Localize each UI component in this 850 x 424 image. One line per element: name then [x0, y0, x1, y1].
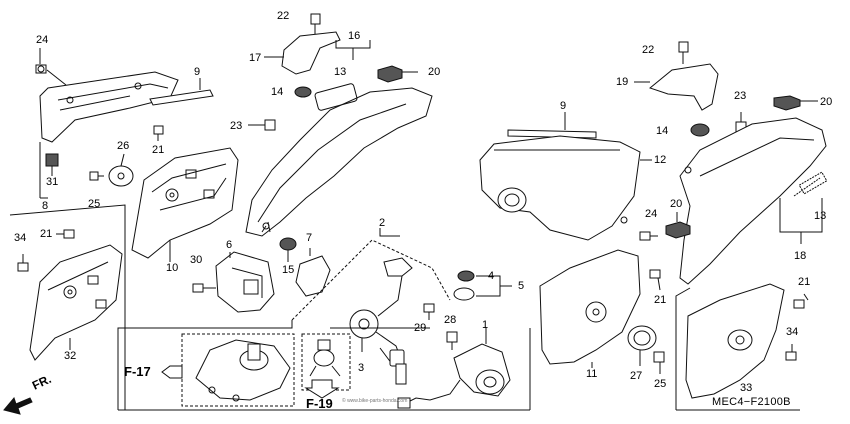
callout-8: 8: [42, 200, 49, 212]
callout-21: 21: [152, 144, 165, 156]
part-26-cushion: [108, 165, 134, 187]
callout-20: 20: [820, 96, 833, 108]
callout-11: 11: [586, 368, 598, 380]
callout-31: 31: [46, 176, 59, 188]
ref-f19: F-19: [306, 396, 333, 411]
part-21-bolt-d: [793, 293, 809, 309]
part-24-bolt-left: [35, 64, 47, 74]
part-15-grommet: [279, 237, 297, 251]
part-34-bolt-a: [17, 254, 29, 272]
part-24-bolt-b: [639, 231, 658, 241]
callout-20: 20: [670, 198, 683, 210]
part-10-side-cover: [131, 147, 239, 259]
part-23-bolt-a: [248, 119, 276, 131]
part-9-rod-left: [149, 89, 214, 106]
part-25-bolt-a: [89, 171, 104, 181]
callout-1: 1: [482, 319, 489, 331]
part-29-bolt: [423, 303, 435, 320]
callout-25: 25: [654, 378, 667, 390]
part-20-grommet-a: [377, 65, 403, 83]
part-21-bolt-b: [56, 229, 75, 239]
callout-23: 23: [734, 90, 747, 102]
part-12-tool-tray: [479, 135, 641, 241]
callout-20: 20: [428, 66, 441, 78]
callout-6: 6: [226, 239, 233, 251]
callout-24: 24: [36, 34, 49, 46]
fr-arrow: [3, 396, 33, 415]
part-22-bolt-b: [678, 41, 689, 64]
callout-34: 34: [786, 326, 799, 338]
callout-2: 2: [379, 217, 386, 229]
callout-29: 29: [414, 322, 427, 334]
diagram-code: MEC4−F2100B: [712, 396, 791, 408]
callout-9: 9: [194, 66, 201, 78]
callout-24: 24: [645, 208, 658, 220]
part-32-panel: [29, 244, 123, 361]
part-28-bolt: [446, 331, 458, 350]
part-6-holder: [215, 251, 275, 313]
callout-5: 5: [518, 280, 525, 292]
callout-4: 4: [488, 270, 495, 282]
part-4-clip: [453, 270, 475, 301]
part-34-bolt-b: [785, 344, 797, 361]
inset-f17-part: [195, 339, 291, 402]
callout-34: 34: [14, 232, 27, 244]
watermark: © www.bike-parts-honda.com: [342, 398, 408, 404]
callout-21: 21: [40, 228, 53, 240]
callout-30: 30: [190, 254, 203, 266]
callout-13: 13: [334, 66, 347, 78]
part-7-cover: [295, 255, 331, 297]
ref-f17: F-17: [124, 364, 151, 379]
part-16-side-cowl: [245, 87, 433, 237]
callout-22: 22: [277, 10, 290, 22]
part-20-grommet-b: [773, 95, 801, 111]
part-25-bolt-b: [653, 351, 665, 374]
callout-22: 22: [642, 44, 655, 56]
part-8-upper-cover: [39, 71, 179, 143]
part-19-cover: [648, 63, 719, 111]
callout-7: 7: [306, 232, 313, 244]
part-27-seal: [627, 325, 657, 351]
callout-27: 27: [630, 370, 643, 382]
callout-25: 25: [88, 198, 101, 210]
part-2-lock-assy: [383, 257, 413, 277]
arrow-f19: [304, 379, 340, 399]
part-14-rubber-b: [690, 123, 710, 137]
inset-f19-part: [309, 339, 341, 377]
callout-32: 32: [64, 350, 77, 362]
callout-18: 18: [794, 250, 807, 262]
part-14-rubber-a: [294, 86, 312, 98]
callout-26: 26: [117, 140, 130, 152]
callout-14: 14: [271, 86, 284, 98]
part-9-rod-right: [507, 129, 597, 139]
callout-19: 19: [616, 76, 629, 88]
part-30-bolt: [192, 283, 216, 293]
callout-13: 13: [814, 210, 827, 222]
part-22-bolt-a: [310, 13, 321, 36]
part-3-switch: [349, 309, 407, 385]
part-18-side-cover: [679, 117, 827, 285]
part-21-bolt-c: [649, 269, 661, 291]
part-21-bolt-a: [153, 125, 164, 141]
callout-3: 3: [358, 362, 365, 374]
callout-17: 17: [249, 52, 262, 64]
part-1-seat-lock: [397, 343, 511, 409]
callout-23: 23: [230, 120, 243, 132]
callout-33: 33: [740, 382, 753, 394]
part-17-bracket: [281, 31, 341, 75]
callout-14: 14: [656, 125, 669, 137]
callout-21: 21: [798, 276, 811, 288]
callout-12: 12: [654, 154, 667, 166]
callout-9: 9: [560, 100, 567, 112]
callout-16: 16: [348, 30, 361, 42]
callout-10: 10: [166, 262, 179, 274]
callout-21: 21: [654, 294, 667, 306]
callout-28: 28: [444, 314, 457, 326]
callout-15: 15: [282, 264, 295, 276]
part-20-grommet-c: [665, 221, 691, 239]
part-31-grommet: [45, 153, 59, 167]
